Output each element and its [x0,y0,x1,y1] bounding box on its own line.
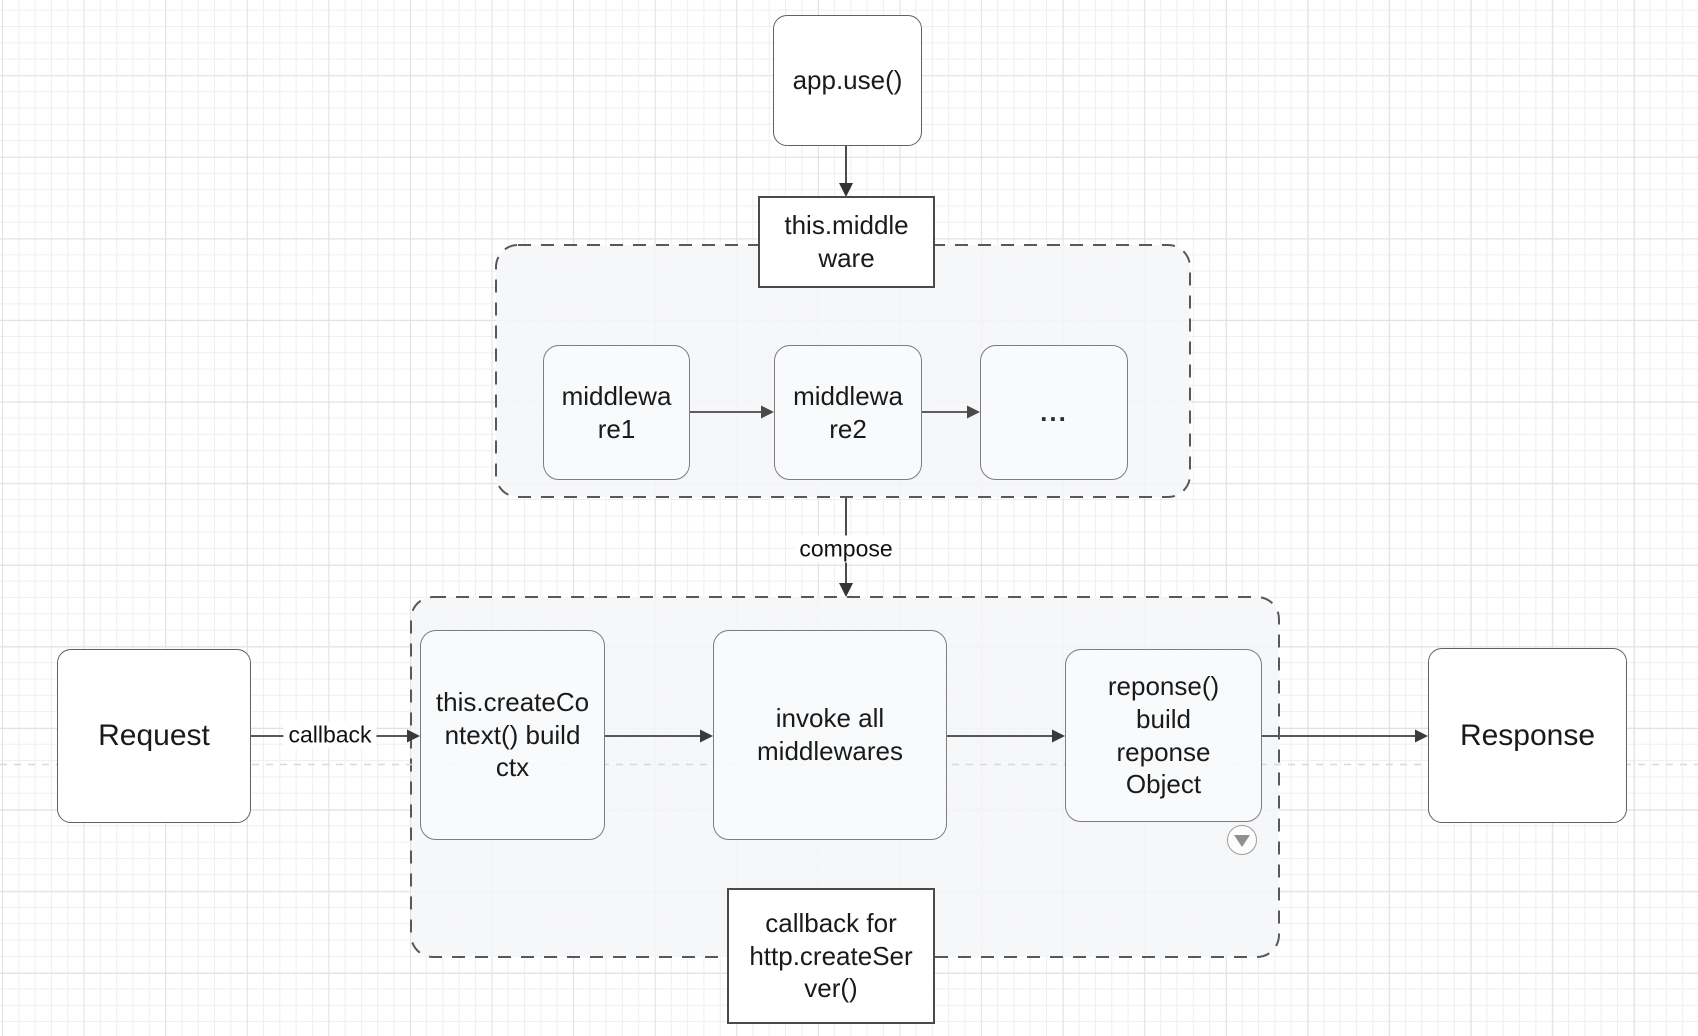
edge-label-compose: compose [794,535,898,563]
node-this-middleware[interactable]: this.middle ware [758,196,935,288]
node-middleware1-label: middlewa re1 [561,380,672,444]
node-invoke-all[interactable]: invoke all middlewares [713,630,947,840]
node-middleware2-label: middlewa re2 [793,380,903,444]
node-ellipsis[interactable]: ... [980,345,1128,480]
collapse-toggle-button[interactable] [1227,825,1257,855]
node-this-middleware-label: this.middle ware [784,210,909,273]
node-app-use-label: app.use() [792,65,903,96]
arrow-reponse-to-response [1262,729,1428,743]
arrow-mw1-to-mw2 [690,405,774,419]
node-ellipsis-label: ... [1040,397,1068,428]
node-response-label: Response [1459,718,1596,752]
node-middleware2[interactable]: middlewa re2 [774,345,922,480]
node-response-build[interactable]: reponse() build reponse Object [1065,649,1262,822]
node-create-context-label: this.createCo ntext() build ctx [435,686,590,783]
arrow-invoke-to-reponse [947,729,1065,743]
node-middleware1[interactable]: middlewa re1 [543,345,690,480]
node-invoke-all-label: invoke all middlewares [757,703,903,766]
node-create-context[interactable]: this.createCo ntext() build ctx [420,630,605,840]
arrow-appuse-to-middleware [839,146,853,197]
node-response-build-label: reponse() build reponse Object [1107,671,1220,800]
node-callback-server-label: callback for http.createSer ver() [749,907,913,1004]
node-callback-server[interactable]: callback for http.createSer ver() [727,888,935,1024]
node-request-label: Request [98,719,210,753]
edge-label-callback: callback [283,721,377,749]
node-response[interactable]: Response [1428,648,1627,823]
arrow-mw2-to-dots [922,405,980,419]
node-request[interactable]: Request [57,649,251,823]
arrow-ctx-to-invoke [605,729,713,743]
chevron-down-icon [1234,835,1250,847]
node-app-use[interactable]: app.use() [773,15,922,146]
